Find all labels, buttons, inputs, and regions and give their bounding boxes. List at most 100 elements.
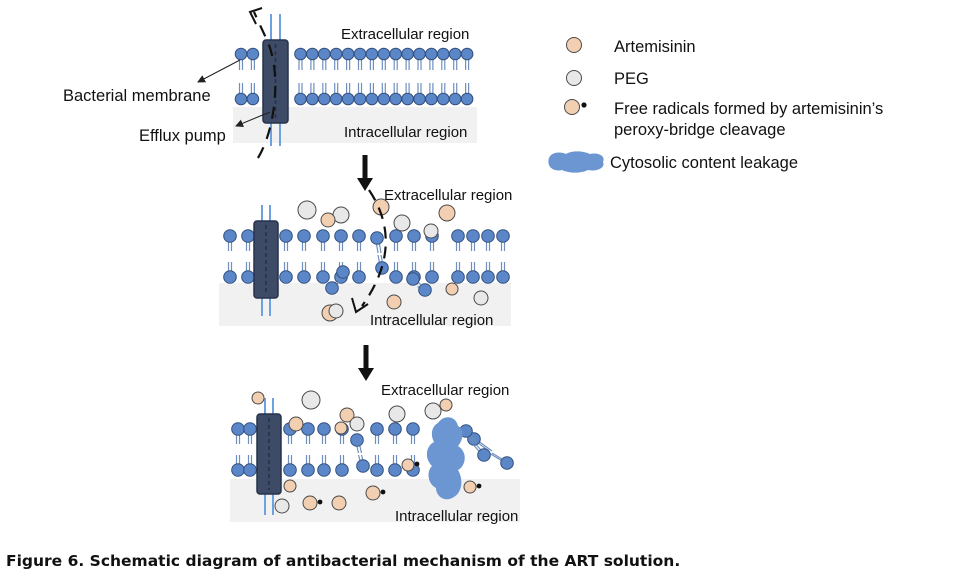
lipid bbox=[365, 47, 379, 70]
lipid-head bbox=[246, 92, 260, 106]
lipid bbox=[481, 229, 495, 251]
lipid bbox=[437, 83, 450, 106]
lipid-head bbox=[231, 422, 245, 436]
lipid bbox=[335, 455, 349, 477]
lipid bbox=[425, 83, 438, 106]
transition-arrow-1 bbox=[357, 155, 373, 191]
artemisinin-molecule bbox=[445, 282, 459, 296]
lipid bbox=[413, 47, 426, 70]
lipid-head bbox=[325, 281, 339, 295]
lipid bbox=[377, 47, 391, 70]
lipid bbox=[231, 422, 245, 444]
lipid bbox=[401, 47, 414, 70]
lipid-head bbox=[418, 283, 432, 297]
panel-1-pump-pointer bbox=[235, 111, 271, 128]
panel-3-extracellular-label: Extracellular region bbox=[381, 382, 509, 399]
lipid bbox=[407, 229, 421, 251]
lipid-head bbox=[425, 270, 439, 284]
lipid bbox=[294, 83, 307, 106]
lipid-head bbox=[356, 459, 370, 473]
lipid-head bbox=[334, 229, 348, 243]
legend-artemisinin: Artemisinin bbox=[566, 37, 696, 56]
free-radical-molecule bbox=[365, 485, 381, 501]
artemisinin-molecule bbox=[439, 398, 453, 412]
lipid-head bbox=[317, 463, 331, 477]
free-radical-dot bbox=[380, 489, 386, 495]
lipid-head bbox=[241, 270, 255, 284]
lipid bbox=[496, 229, 510, 251]
lipid-head bbox=[231, 463, 245, 477]
lipid bbox=[425, 262, 439, 284]
lipid-head bbox=[500, 456, 514, 470]
lipid bbox=[306, 83, 319, 106]
peg-molecule bbox=[297, 200, 317, 220]
lipid bbox=[451, 262, 465, 284]
lipid bbox=[301, 455, 315, 477]
peg-molecule bbox=[473, 290, 489, 306]
lipid bbox=[437, 47, 450, 70]
lipid-head bbox=[406, 422, 420, 436]
lipid-head bbox=[223, 229, 237, 243]
panel-1: Extracellular region Intracellular regio… bbox=[63, 7, 477, 159]
lipid bbox=[352, 229, 366, 251]
lipid-head bbox=[477, 448, 491, 462]
figure-caption: Figure 6. Schematic diagram of antibacte… bbox=[6, 552, 680, 570]
free-radical bbox=[463, 480, 482, 494]
lipid-head bbox=[301, 422, 315, 436]
lipid-head bbox=[243, 463, 257, 477]
lipid-head bbox=[413, 92, 426, 106]
free-radical-molecule bbox=[302, 495, 318, 511]
lipid bbox=[316, 229, 330, 251]
lipid-head bbox=[306, 92, 319, 106]
panel-1-efflux-pump bbox=[262, 14, 289, 146]
lipid-head bbox=[389, 47, 403, 61]
lipid bbox=[306, 47, 319, 70]
disrupted-lipid-pair bbox=[459, 424, 491, 462]
lipid bbox=[365, 83, 379, 106]
disrupted-lipid-pair bbox=[350, 433, 370, 473]
artemisinin-symbol bbox=[566, 37, 582, 53]
peg-molecule bbox=[424, 402, 442, 420]
artemisinin-molecule bbox=[288, 416, 304, 432]
lipid-head bbox=[437, 47, 450, 61]
artemisinin-molecule bbox=[334, 421, 348, 435]
free-radical-dot bbox=[476, 483, 482, 489]
panel-3-membrane bbox=[231, 422, 514, 477]
lipid bbox=[329, 47, 343, 70]
lipid-head bbox=[297, 270, 311, 284]
lipid bbox=[241, 229, 255, 251]
peg-molecule bbox=[301, 390, 321, 410]
lipid bbox=[317, 455, 331, 477]
lipid bbox=[243, 455, 257, 477]
panel-1-extracellular-label: Extracellular region bbox=[341, 26, 469, 43]
lipid bbox=[318, 83, 331, 106]
artemisinin-molecule bbox=[339, 407, 355, 423]
lipid-head bbox=[388, 463, 402, 477]
lipid bbox=[243, 422, 257, 444]
lipid bbox=[448, 83, 462, 106]
peg-molecule bbox=[388, 405, 406, 423]
lipid-head bbox=[301, 463, 315, 477]
lipid-head bbox=[341, 92, 355, 106]
lipid bbox=[388, 455, 402, 477]
legend-peg: PEG bbox=[566, 70, 649, 88]
lipid-head bbox=[223, 270, 237, 284]
lipid bbox=[388, 422, 402, 444]
panel-3-cytosolic-leakage bbox=[426, 417, 465, 500]
lipid-head bbox=[241, 229, 255, 243]
lipid-head bbox=[448, 92, 462, 106]
lipid bbox=[466, 262, 480, 284]
panel-2-molecules bbox=[297, 198, 489, 322]
artemisinin-molecule bbox=[251, 391, 265, 405]
free-radical bbox=[401, 458, 420, 472]
lipid bbox=[353, 83, 367, 106]
lipid-head bbox=[352, 270, 366, 284]
artemisinin-molecule bbox=[386, 294, 402, 310]
lipid-head bbox=[407, 229, 421, 243]
lipid-head bbox=[352, 229, 366, 243]
artemisinin-molecule bbox=[438, 204, 456, 222]
lipid bbox=[317, 422, 331, 444]
peg-symbol bbox=[566, 70, 582, 86]
lipid bbox=[370, 455, 384, 477]
